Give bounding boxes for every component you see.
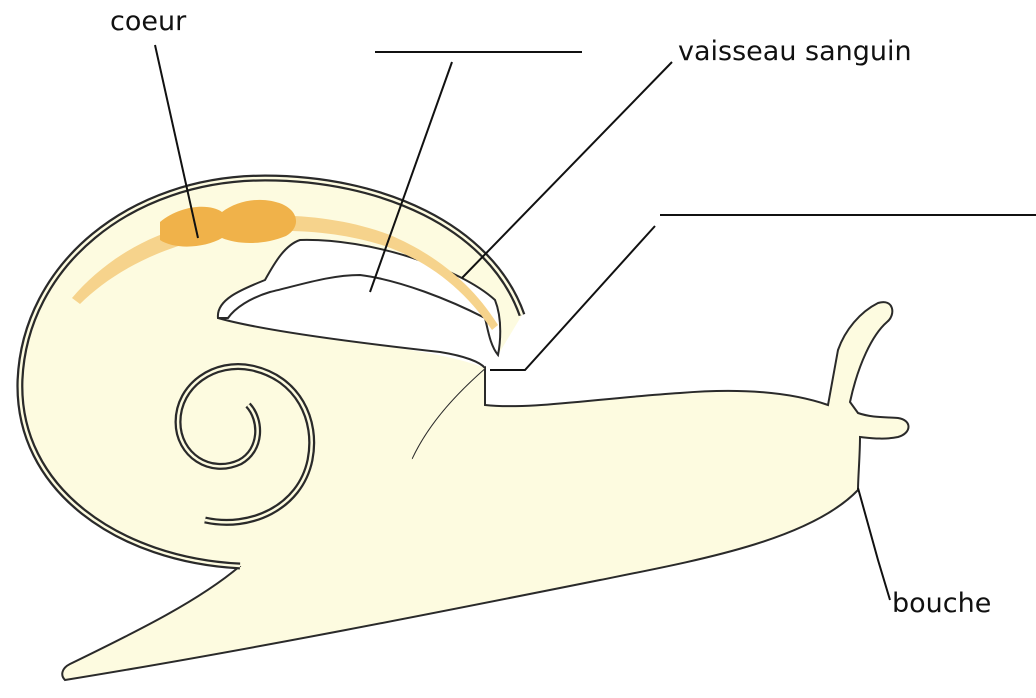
label-bouche: bouche [892,590,991,617]
label-coeur: coeur [110,8,186,35]
leader-line-bouche [858,488,890,600]
leader-line-vaisseau [462,62,672,278]
label-vaisseau-sanguin: vaisseau sanguin [678,38,912,65]
